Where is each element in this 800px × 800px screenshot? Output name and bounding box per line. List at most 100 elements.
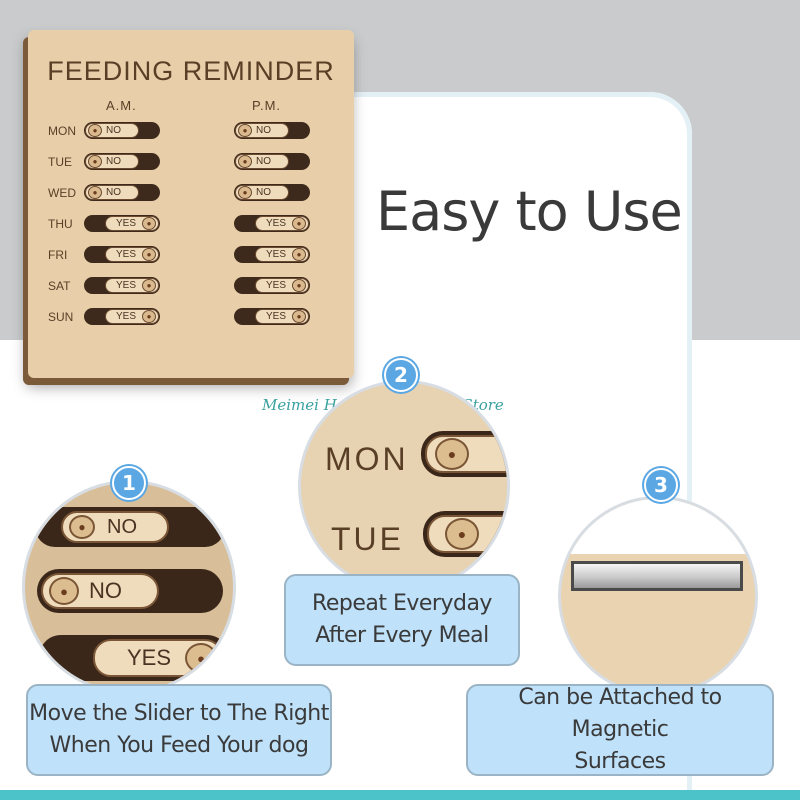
slider-label: NO — [106, 187, 121, 198]
slider-label: YES — [115, 311, 136, 322]
feeding-slider-am[interactable]: ● NO — [85, 185, 139, 200]
feeding-slider-am[interactable]: YES ● — [105, 247, 159, 262]
am-column-label: A.M. — [106, 98, 137, 113]
closeup-slider: ● NO — [61, 511, 169, 543]
slider-label: YES — [115, 280, 136, 291]
step-1-caption: Move the Slider to The Right When You Fe… — [26, 684, 332, 776]
slider-slot-pm: YES ● — [234, 277, 310, 294]
closeup-magnet — [558, 496, 758, 696]
day-label: SUN — [48, 310, 74, 324]
closeup-slider-label: NO — [89, 578, 122, 603]
paw-print-icon: ● — [88, 186, 102, 199]
slider-slot-pm: YES ● — [234, 215, 310, 232]
bottom-accent-bar — [0, 790, 800, 800]
paw-print-icon: ● — [292, 248, 306, 261]
paw-print-icon: ● — [292, 310, 306, 323]
paw-print-icon: ● — [185, 643, 217, 673]
closeup-slider: YES ● — [93, 639, 223, 677]
slider-label: YES — [265, 311, 286, 322]
closeup-slider-label: NO — [107, 515, 137, 538]
day-label: MON — [48, 124, 76, 138]
closeup-day-labels: MON TUE ● ● — [298, 380, 510, 592]
feeding-slider-pm[interactable]: YES ● — [255, 278, 309, 293]
pm-column-label: P.M. — [252, 98, 282, 113]
slider-slot-am: YES● — [84, 277, 160, 294]
paw-print-icon: ● — [445, 518, 479, 550]
slider-label: YES — [265, 280, 286, 291]
paw-print-icon: ● — [292, 279, 306, 292]
closeup-day-label: MON — [325, 441, 409, 477]
day-label: WED — [48, 186, 76, 200]
paw-print-icon: ● — [142, 248, 156, 261]
slider-slot-pm: ● NO — [234, 122, 310, 139]
day-label: SAT — [48, 279, 71, 293]
slider-slot-pm: ● NO — [234, 153, 310, 170]
step-2-caption: Repeat Everyday After Every Meal — [284, 574, 520, 666]
board-title: FEEDING REMINDER — [47, 56, 335, 86]
slider-label: YES — [265, 218, 286, 229]
paw-print-icon: ● — [69, 515, 95, 539]
slider-slot-pm: YES ● — [234, 246, 310, 263]
day-label: THU — [48, 217, 73, 231]
day-label: TUE — [48, 155, 72, 169]
feeding-slider-am[interactable]: YES ● — [105, 216, 159, 231]
step-2-badge: 2 — [384, 358, 418, 392]
step-3-caption-line2: Surfaces — [574, 749, 666, 774]
closeup-slider: ● — [425, 435, 507, 473]
slider-slot-am: ● NO — [84, 184, 160, 201]
feeding-reminder-board: FEEDING REMINDER A.M. P.M. MON ● NO ● NO TUE ●… — [28, 30, 354, 378]
closeup-slider: ● — [427, 515, 507, 553]
closeup-slot: ● NO — [35, 507, 225, 547]
step-3-badge: 3 — [644, 468, 678, 502]
slider-label: NO — [106, 125, 121, 136]
step-1-caption-line2: When You Feed Your dog — [49, 733, 309, 758]
slider-label: NO — [256, 156, 271, 167]
slider-slot-am: ● NO — [84, 153, 160, 170]
paw-print-icon: ● — [142, 217, 156, 230]
paw-print-icon: ● — [292, 217, 306, 230]
slider-label: NO — [256, 125, 271, 136]
slider-slot-pm: YES ● — [234, 308, 310, 325]
paw-print-icon: ● — [88, 124, 102, 137]
slider-label: YES — [115, 249, 136, 260]
paw-print-icon: ● — [435, 438, 469, 470]
magnet-strip — [571, 561, 743, 591]
step-3-caption: Can be Attached to Magnetic Surfaces — [466, 684, 774, 776]
step-2-caption-line2: After Every Meal — [315, 623, 489, 648]
feeding-slider-pm[interactable]: ● NO — [235, 185, 289, 200]
slider-slot-am: YES ● — [84, 215, 160, 232]
slider-label: NO — [256, 187, 271, 198]
slider-label: NO — [106, 156, 121, 167]
step-1-badge: 1 — [112, 466, 146, 500]
slider-slot-pm: ● NO — [234, 184, 310, 201]
feeding-slider-am[interactable]: YES● — [105, 309, 159, 324]
paw-print-icon: ● — [238, 186, 252, 199]
paw-print-icon: ● — [238, 124, 252, 137]
closeup-slider-label: YES — [126, 645, 171, 670]
paw-print-icon: ● — [238, 155, 252, 168]
step-2-caption-line1: Repeat Everyday — [312, 591, 492, 616]
slider-label: YES — [265, 249, 286, 260]
feeding-slider-pm[interactable]: ● NO — [235, 154, 289, 169]
day-label: FRI — [48, 248, 68, 262]
slider-label: YES — [115, 218, 136, 229]
headline: Easy to Use — [376, 180, 683, 243]
feeding-slider-am[interactable]: YES● — [105, 278, 159, 293]
feeding-slider-am[interactable]: ● NO — [85, 154, 139, 169]
closeup-slot: ● — [421, 431, 507, 477]
closeup-slider: ● NO — [41, 573, 159, 609]
feeding-slider-pm[interactable]: YES ● — [255, 309, 309, 324]
paw-print-icon: ● — [88, 155, 102, 168]
step-3-caption-line1: Can be Attached to Magnetic — [518, 685, 722, 742]
slider-slot-am: ● NO — [84, 122, 160, 139]
closeup-sliders: ● NO ● NO YES ● — [22, 480, 236, 694]
feeding-slider-am[interactable]: ● NO — [85, 123, 139, 138]
feeding-slider-pm[interactable]: YES ● — [255, 216, 309, 231]
feeding-slider-pm[interactable]: ● NO — [235, 123, 289, 138]
closeup-day-label: TUE — [331, 521, 404, 557]
closeup-slot: ● NO — [37, 569, 223, 613]
slider-slot-am: YES ● — [84, 246, 160, 263]
feeding-slider-pm[interactable]: YES ● — [255, 247, 309, 262]
closeup-slot: YES ● — [39, 635, 229, 681]
wall-surface — [561, 499, 755, 554]
